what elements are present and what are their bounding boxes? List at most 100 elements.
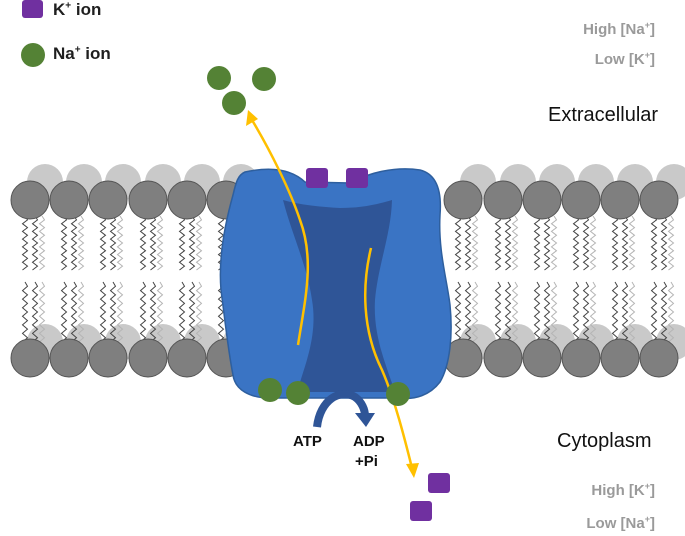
lipid-tail (471, 215, 479, 271)
lipid-tail (650, 281, 658, 343)
lipid-tail (109, 281, 117, 343)
lipid-head (483, 180, 523, 220)
potassium-ion (428, 473, 450, 493)
lipid-tail (60, 215, 68, 271)
lipid-tail (464, 281, 472, 343)
lipid-tail (178, 215, 186, 271)
legend-k-ion-marker (22, 0, 43, 18)
cytoplasm-low-na: Low [Na+] (586, 514, 655, 532)
potassium-ion (306, 168, 328, 188)
potassium-ion (346, 168, 368, 188)
lipid-head (639, 180, 679, 220)
lipid-head (88, 338, 128, 378)
lipid-head (483, 338, 523, 378)
lipid-head (10, 338, 50, 378)
lipid-tail (589, 281, 597, 343)
lipid-tail (650, 215, 658, 271)
adp-label: ADP (353, 433, 385, 450)
lipid-tail (116, 281, 124, 343)
lipid-tail (533, 281, 541, 343)
lipid-tail (109, 215, 117, 271)
lipid-tail (589, 215, 597, 271)
sodium-export-arrow (250, 119, 310, 346)
extracellular-low-k: Low [K+] (594, 50, 655, 68)
sodium-potassium-pump (219, 168, 452, 400)
atp-hydrolysis-arrow (313, 390, 375, 428)
ions (21, 0, 450, 521)
lipid-tail (156, 215, 164, 271)
lipid-head (128, 338, 168, 378)
lipid-tail (70, 215, 78, 271)
potassium-ion (410, 501, 432, 521)
lipid-tail (178, 281, 186, 343)
lipid-tail (21, 215, 29, 271)
lipid-tail (660, 215, 668, 271)
lipid-tail (504, 281, 512, 343)
lipid-tail (621, 215, 629, 271)
sodium-ion (386, 382, 410, 406)
potassium-import-arrowhead (406, 463, 419, 478)
lipid-tail (31, 281, 39, 343)
lipid-tail (99, 281, 107, 343)
lipid-tail (60, 281, 68, 343)
lipid-tail (77, 215, 85, 271)
lipid-tail (543, 281, 551, 343)
atp-curve-arrow (313, 390, 369, 428)
lipid-head (522, 338, 562, 378)
lipid-tail (116, 215, 124, 271)
lipid-tail (667, 281, 675, 343)
lipid-tail (156, 281, 164, 343)
lipid-tail (621, 281, 629, 343)
cytoplasm-high-k: High [K+] (591, 481, 655, 499)
lipid-tail (611, 281, 619, 343)
lipid-tail (628, 215, 636, 271)
lipid-head (10, 180, 50, 220)
lipid-head (443, 180, 483, 220)
sodium-ion (222, 91, 246, 115)
sodium-ion (286, 381, 310, 405)
lipid-tail (494, 281, 502, 343)
sodium-ion (258, 378, 282, 402)
lipid-tail (149, 281, 157, 343)
cytoplasm-label: Cytoplasm (557, 430, 652, 452)
legend-k-ion-label: K+ ion (53, 0, 102, 19)
lipid-tail (139, 281, 147, 343)
lipid-tail (188, 215, 196, 271)
sodium-ion (207, 66, 231, 90)
lipid-tail (471, 281, 479, 343)
lipid-tail (70, 281, 78, 343)
lipid-head (561, 338, 601, 378)
lipid-tail (195, 215, 203, 271)
lipid-tail (77, 281, 85, 343)
lipid-tail (543, 215, 551, 271)
lipid-tail (31, 215, 39, 271)
lipid-head (128, 180, 168, 220)
pi-label: +Pi (355, 453, 378, 470)
lipid-tail (38, 215, 46, 271)
legend-na-ion-marker (21, 43, 45, 67)
lipid-tail (454, 281, 462, 343)
lipid-tail (464, 215, 472, 271)
atp-arrowhead (355, 413, 375, 427)
lipid-head (522, 180, 562, 220)
sodium-ion (252, 67, 276, 91)
lipid-tail (572, 281, 580, 343)
lipid-tail (99, 215, 107, 271)
lipid-head (88, 180, 128, 220)
lipid-tail (582, 281, 590, 343)
lipid-tail (504, 215, 512, 271)
lipid-head (167, 180, 207, 220)
lipid-head (600, 338, 640, 378)
lipid-tail (139, 215, 147, 271)
lipid-tail (38, 281, 46, 343)
potassium-import-arrow (363, 247, 414, 469)
lipid-tail (572, 215, 580, 271)
lipid-head (639, 338, 679, 378)
lipid-tail (149, 215, 157, 271)
lipid-head (167, 338, 207, 378)
lipid-tail (454, 215, 462, 271)
lipid-tail (511, 215, 519, 271)
atp-label: ATP (293, 433, 322, 450)
lipid-head (49, 180, 89, 220)
lipid-head (561, 180, 601, 220)
